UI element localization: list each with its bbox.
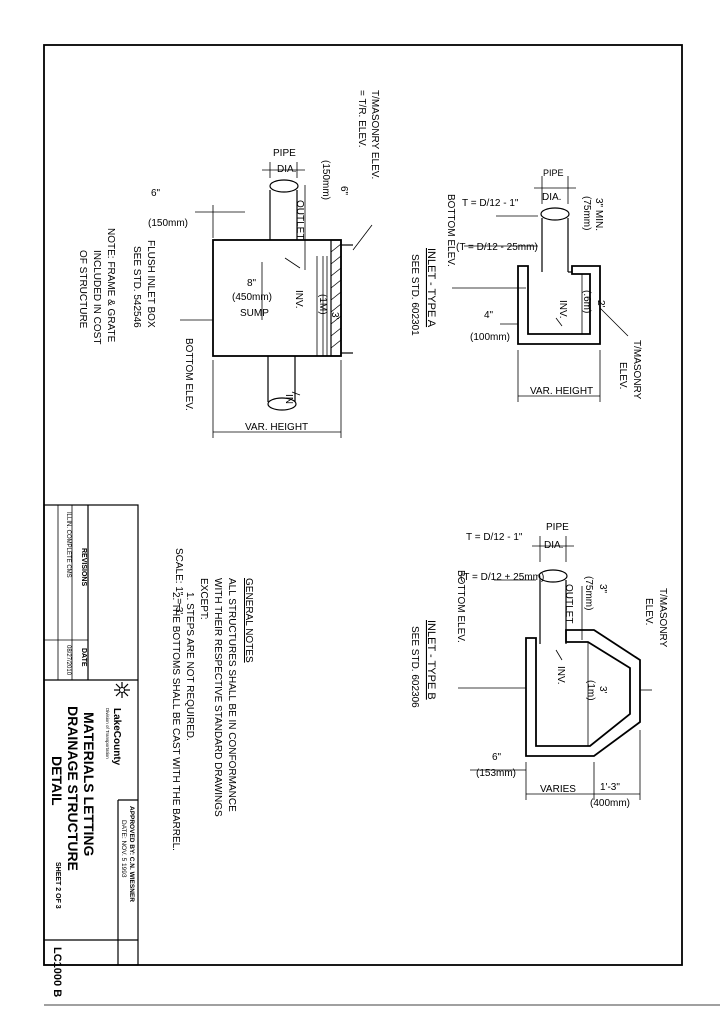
inlet-type-a-detail: PIPE DIA. 3" MIN. (75mm) T = D/12 - 1" (… bbox=[409, 168, 642, 402]
note-line-3: EXCEPT: bbox=[198, 578, 209, 620]
lake-county-logo-icon bbox=[114, 682, 130, 698]
note-line-1: ALL STRUCTURES SHALL BE IN CONFORMANCE bbox=[226, 578, 237, 812]
inleta-dia-label: DIA. bbox=[542, 192, 561, 203]
flush-tmasonry-1: T/MASONRY ELEV. bbox=[369, 90, 380, 179]
inleta-2ft-label: 2' bbox=[595, 300, 606, 308]
revisions-header: REVISIONS bbox=[80, 548, 87, 586]
logo-subtext: Division of Transportation bbox=[105, 708, 110, 759]
drawing-number: LC1000 B bbox=[51, 947, 63, 997]
inlet-type-b-detail: PIPE DIA. T = D/12 - 1" (T = D/12 + 25mm… bbox=[409, 522, 668, 809]
flush-in-label: IN bbox=[283, 394, 294, 404]
flush-8in-label: 8" bbox=[247, 278, 257, 289]
inleta-std-label: SEE STD. 602301 bbox=[409, 254, 420, 336]
inletb-tmasonry-2: ELEV. bbox=[643, 598, 654, 625]
inletb-varies-label: VARIES bbox=[540, 784, 576, 795]
inleta-var-height: VAR. HEIGHT bbox=[530, 386, 593, 397]
flush-note-1: FLUSH INLET BOX bbox=[145, 240, 156, 328]
flush-note-4: INCLUDED IN COST bbox=[91, 250, 102, 344]
inletb-t1: T = D/12 - 1" bbox=[466, 532, 523, 543]
inleta-100mm-label: (100mm) bbox=[470, 332, 510, 343]
scale-label: SCALE: 1" = 3' bbox=[173, 548, 184, 614]
note-line-4: 1. STEPS ARE NOT REQUIRED. bbox=[184, 592, 195, 741]
scale-group: SCALE: 1" = 3' bbox=[173, 548, 184, 614]
inletb-t2: (T = D/12 + 25mm) bbox=[460, 572, 544, 583]
sheet-border bbox=[43, 44, 683, 966]
flush-inv-label: INV. bbox=[293, 290, 304, 309]
inleta-bottom-elev: BOTTOM ELEV. bbox=[445, 194, 456, 267]
flush-note-2: SEE STD. 542546 bbox=[131, 246, 142, 328]
inleta-min-label: 3" MIN. bbox=[593, 198, 604, 231]
flush-450mm-label: (450mm) bbox=[232, 292, 272, 303]
inletb-400mm-label: (400mm) bbox=[590, 798, 630, 809]
inletb-3ft-label: 3' bbox=[597, 686, 608, 694]
revision-date: 08/27/2010 bbox=[65, 645, 71, 676]
inletb-dia-label: DIA. bbox=[544, 540, 563, 551]
flush-bottom-elev: BOTTOM ELEV. bbox=[183, 338, 194, 411]
inleta-tmasonry-1: T/MASONRY bbox=[631, 340, 642, 400]
revisions-date-header: DATE bbox=[80, 648, 87, 667]
inletb-tmasonry-1: T/MASONRY bbox=[657, 588, 668, 648]
flush-note-5: OF STRUCTURE bbox=[77, 250, 88, 329]
flush-3ft-label: 3' bbox=[329, 312, 340, 320]
inletb-1ft3in-label: 1'-3" bbox=[600, 782, 620, 793]
flush-dia-label: DIA. bbox=[277, 164, 296, 175]
flush-tmasonry-2: = T/R. ELEV. bbox=[356, 90, 367, 148]
inletb-std-label: SEE STD. 602306 bbox=[409, 626, 420, 708]
note-line-5: 2. THE BOTTOMS SHALL BE CAST WITH THE BA… bbox=[170, 592, 181, 851]
inleta-type-label: INLET - TYPE A bbox=[425, 248, 437, 328]
revision-description: ILLIN. COMPLETE CMS bbox=[65, 512, 71, 578]
inleta-t2: (T = D/12 - 25mm) bbox=[456, 242, 538, 253]
flush-6in-right: 6" bbox=[338, 186, 349, 196]
title-line-1: MATERIALS LETTING bbox=[81, 712, 97, 857]
flush-var-height: VAR. HEIGHT bbox=[245, 422, 308, 433]
inletb-1m-label: (1m) bbox=[585, 680, 596, 701]
inletb-pipe-label: PIPE bbox=[546, 522, 569, 533]
title-line-2: DRAINAGE STRUCTURE bbox=[65, 706, 81, 871]
logo-text: LakeCounty bbox=[111, 708, 122, 766]
general-notes-title: GENERAL NOTES bbox=[243, 578, 254, 663]
flush-sump-label: SUMP bbox=[240, 308, 269, 319]
flush-6in-left: 6" bbox=[151, 188, 161, 199]
flush-outlet-label: OUTLET bbox=[294, 200, 305, 239]
inleta-75mm-label: (75mm) bbox=[581, 196, 592, 230]
inleta-6m-label: (.6m) bbox=[581, 290, 592, 313]
inletb-outlet-label: OUTLET bbox=[563, 584, 574, 623]
inleta-inv-label: INV. bbox=[557, 300, 568, 319]
flush-pipe-label: PIPE bbox=[273, 148, 296, 159]
title-block: REVISIONS DATE ILLIN. COMPLETE CMS 08/27… bbox=[43, 504, 139, 997]
flush-150mm-left: (150mm) bbox=[148, 218, 188, 229]
inletb-3in-label: 3" bbox=[597, 584, 608, 594]
approved-by: APPROVED BY: C.N. WIESNER bbox=[128, 806, 135, 902]
approval-date: DATE: NOV. 5 1993 bbox=[120, 820, 127, 878]
inleta-t1: T = D/12 - 1" bbox=[462, 198, 519, 209]
inletb-type-label: INLET - TYPE B bbox=[425, 620, 437, 700]
inletb-inv-label: INV. bbox=[555, 666, 566, 685]
inletb-6in-label: 6" bbox=[492, 752, 502, 763]
flush-1m-label: (1M) bbox=[317, 294, 328, 315]
inletb-bottom-elev: BOTTOM ELEV. bbox=[455, 570, 466, 643]
title-line-3: DETAIL bbox=[49, 756, 65, 806]
flush-inlet-box-detail: PIPE DIA. T/MASONRY ELEV. = T/R. ELEV. 6… bbox=[77, 90, 380, 438]
flush-note-3: NOTE: FRAME & GRATE bbox=[105, 228, 116, 343]
inletb-75mm-label: (75mm) bbox=[583, 576, 594, 610]
note-line-2: WITH THEIR RESPECTIVE STANDARD DRAWINGS bbox=[212, 578, 223, 817]
inleta-pipe-label: PIPE bbox=[543, 168, 564, 178]
sheet-count: SHEET 2 OF 3 bbox=[54, 862, 61, 909]
general-notes: GENERAL NOTES ALL STRUCTURES SHALL BE IN… bbox=[170, 578, 254, 851]
flush-150mm-right: (150mm) bbox=[320, 160, 331, 200]
inleta-tmasonry-2: ELEV. bbox=[617, 362, 628, 389]
inleta-4in-label: 4" bbox=[484, 310, 494, 321]
inletb-153mm-label: (153mm) bbox=[476, 768, 516, 779]
revisions-header-group: REVISIONS bbox=[80, 548, 87, 586]
